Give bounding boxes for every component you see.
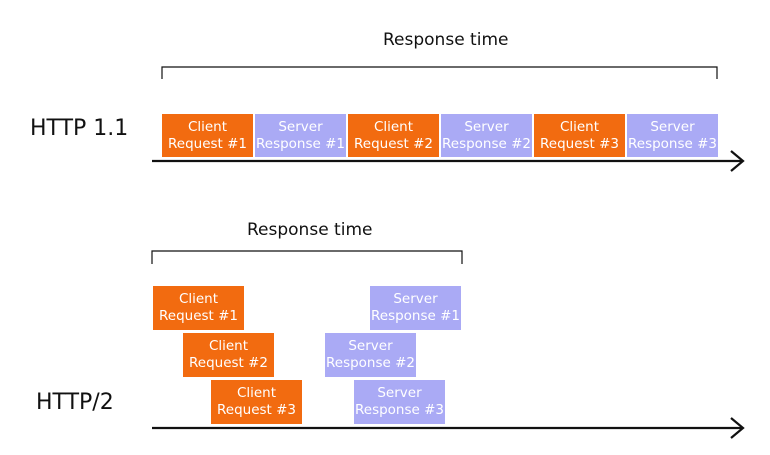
http11-server-response-2: Server Response #2 [441, 114, 532, 157]
http11-timeline-arrowhead [730, 150, 745, 172]
http11-protocol-label: HTTP 1.1 [30, 116, 129, 141]
block-line1: Server [650, 118, 695, 135]
block-line1: Client [236, 385, 277, 401]
block-line1: Client [559, 118, 600, 135]
block-line2: Response #3 [354, 402, 445, 418]
http11-response-time-bracket [161, 66, 718, 79]
block-line1: Server [278, 118, 323, 135]
block-line1: Server [464, 118, 509, 135]
block-line2: Request #2 [188, 355, 269, 371]
block-line2: Request #2 [353, 135, 434, 152]
http11-client-request-1: Client Request #1 [162, 114, 253, 157]
http2-response-time-bracket [151, 250, 463, 264]
block-line2: Response #1 [370, 308, 461, 324]
block-line2: Response #2 [325, 355, 416, 371]
block-line1: Server [377, 385, 422, 401]
http2-client-request-3: Client Request #3 [211, 380, 302, 424]
block-line2: Response #3 [627, 135, 718, 152]
http2-protocol-label: HTTP/2 [36, 390, 114, 415]
block-line2: Request #3 [539, 135, 620, 152]
http11-client-request-3: Client Request #3 [534, 114, 625, 157]
http11-server-response-3: Server Response #3 [627, 114, 718, 157]
http11-response-time-label: Response time [383, 30, 509, 50]
http11-server-response-1: Server Response #1 [255, 114, 346, 157]
block-line1: Server [348, 338, 393, 354]
block-line1: Server [393, 291, 438, 307]
http2-response-time-label: Response time [247, 220, 373, 240]
block-line2: Response #2 [441, 135, 532, 152]
block-line2: Request #1 [167, 135, 248, 152]
http2-client-request-2: Client Request #2 [183, 333, 274, 377]
http2-server-response-2: Server Response #2 [325, 333, 416, 377]
http11-client-request-2: Client Request #2 [348, 114, 439, 157]
http2-server-response-1: Server Response #1 [370, 286, 461, 330]
block-line2: Response #1 [255, 135, 346, 152]
block-line1: Client [187, 118, 228, 135]
block-line2: Request #1 [158, 308, 239, 324]
block-line1: Client [208, 338, 249, 354]
block-line1: Client [373, 118, 414, 135]
http2-timeline-arrowhead [730, 417, 745, 439]
block-line1: Client [178, 291, 219, 307]
http2-server-response-3: Server Response #3 [354, 380, 445, 424]
block-line2: Request #3 [216, 402, 297, 418]
http2-client-request-1: Client Request #1 [153, 286, 244, 330]
